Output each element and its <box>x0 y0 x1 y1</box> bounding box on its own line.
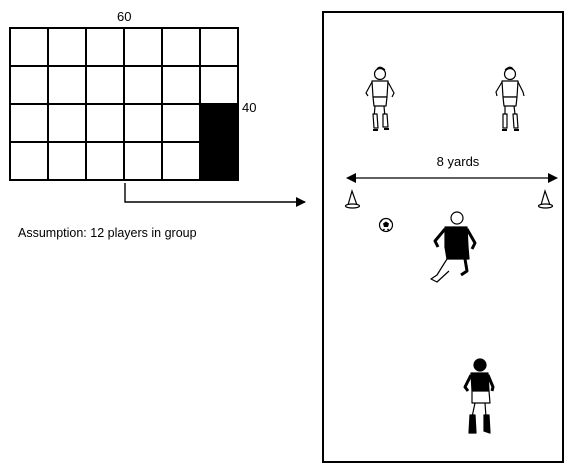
distance-label: 8 yards <box>420 155 496 169</box>
grid-cell <box>48 28 86 66</box>
grid-cell <box>10 142 48 180</box>
grid-cell <box>86 28 124 66</box>
grid-cell <box>200 66 238 104</box>
grid-cell <box>124 28 162 66</box>
field-boundary <box>323 12 563 462</box>
grid-cell <box>162 66 200 104</box>
cone-right <box>539 191 553 208</box>
grid-cell-filled <box>200 104 238 142</box>
grid-cell <box>86 66 124 104</box>
cone-left <box>346 191 360 208</box>
grid-cell <box>124 104 162 142</box>
grid-cell <box>162 142 200 180</box>
grid-cell <box>162 28 200 66</box>
grid-height-label: 40 <box>242 101 256 115</box>
grid-cell <box>86 142 124 180</box>
grid-cell <box>10 28 48 66</box>
grid-cell <box>124 142 162 180</box>
grid-cell <box>48 66 86 104</box>
grid-cell <box>48 104 86 142</box>
grid-cell <box>200 28 238 66</box>
player-white-left-icon <box>366 67 394 130</box>
grid-cell <box>124 66 162 104</box>
grid-cell <box>162 104 200 142</box>
grid-cell <box>10 104 48 142</box>
goalkeeper-icon <box>431 212 475 282</box>
player-black-icon <box>465 359 493 433</box>
soccer-ball-icon <box>380 219 393 232</box>
assumption-text: Assumption: 12 players in group <box>18 226 197 240</box>
grid-cell <box>10 66 48 104</box>
grid-cell <box>86 104 124 142</box>
grid-cell-filled <box>200 142 238 180</box>
field-grid <box>10 28 238 180</box>
player-white-right-icon <box>496 67 524 130</box>
grid-cell <box>48 142 86 180</box>
grid-width-label: 60 <box>117 10 131 24</box>
flow-arrow <box>125 183 305 202</box>
